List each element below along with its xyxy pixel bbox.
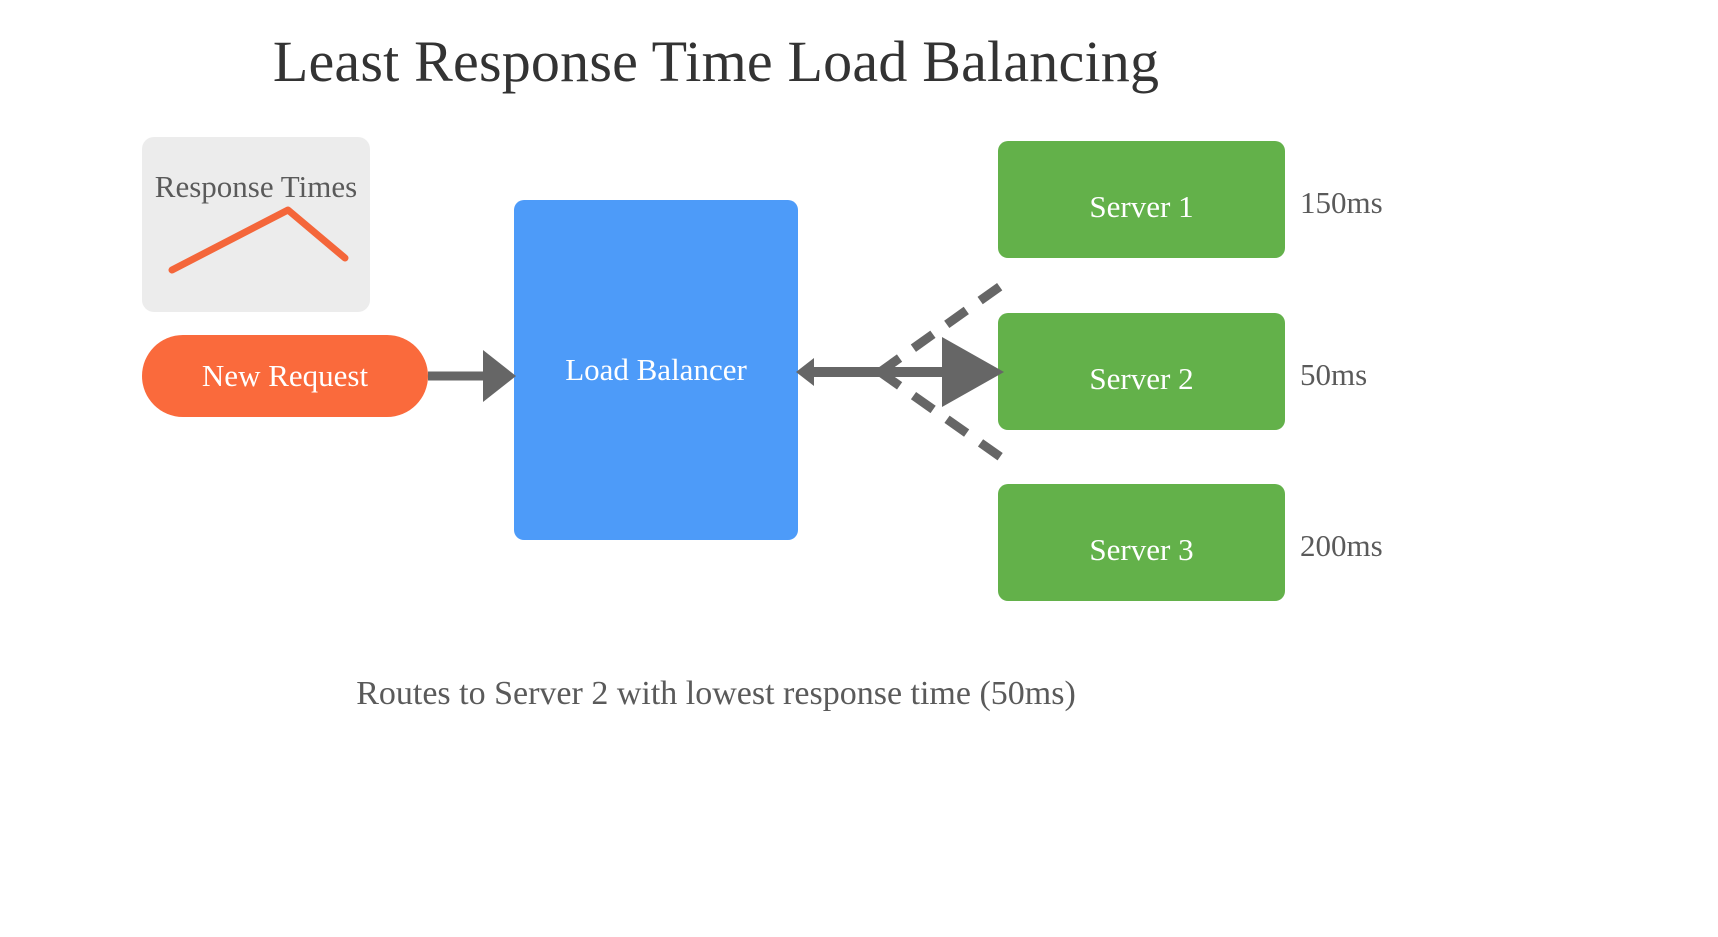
server-node-2[interactable]: Server 2 [998,313,1285,430]
server-node-3[interactable]: Server 3 [998,484,1285,601]
server-label-3: Server 3 [1089,532,1194,567]
load-balancer-node[interactable]: Load Balancer [514,200,798,540]
response-times-label: Response Times [154,169,358,204]
server-node-1[interactable]: Server 1 [998,141,1285,258]
response-times-card: Response Times [142,137,370,312]
server-latency-3: 200ms [1300,528,1383,563]
new-request-node[interactable]: New Request [142,335,428,417]
connector-request-to-load-balancer [428,350,516,402]
server-label-1: Server 1 [1089,189,1194,224]
diagram-caption: Routes to Server 2 with lowest response … [356,675,1076,712]
server-label-2: Server 2 [1089,361,1194,396]
load-balancer-label: Load Balancer [565,352,747,387]
response-times-sparkline-icon [168,206,349,274]
connector-load-balancer-to-server-2 [796,337,1004,407]
page-title: Least Response Time Load Balancing [272,29,1160,94]
server-latency-2: 50ms [1300,357,1368,392]
connector-load-balancer-to-server-3 [877,368,1005,462]
server-latency-1: 150ms [1300,185,1383,220]
new-request-label: New Request [201,358,369,393]
connector-load-balancer-to-server-1 [877,281,1005,376]
